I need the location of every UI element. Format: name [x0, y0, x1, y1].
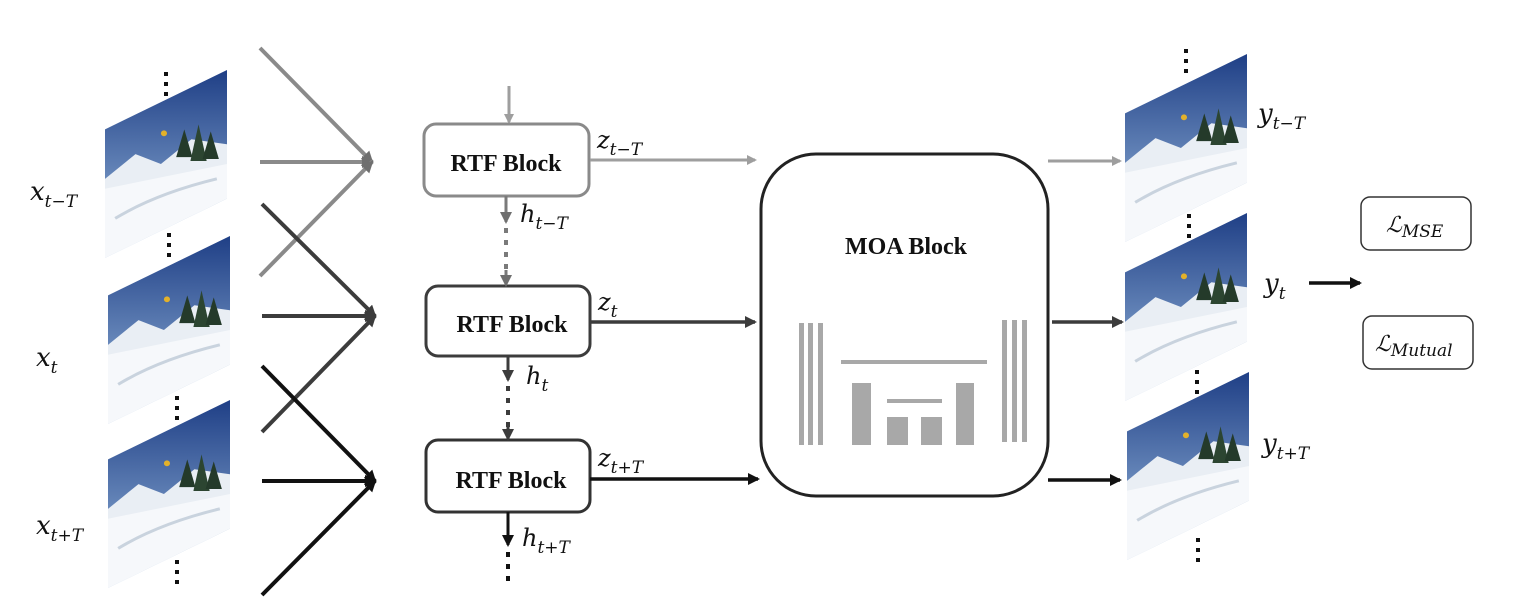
vertical-ellipsis-icon [167, 233, 171, 257]
input-label-x-t: xt [36, 343, 58, 378]
input-frame-t [108, 236, 230, 424]
z-label-2: zt [597, 288, 618, 322]
rtf-block-3-label: RTF Block [456, 468, 568, 494]
output-label-y-t-minus-T: yt−T [1257, 99, 1307, 134]
moa-block: MOA Block [759, 152, 1050, 498]
loss-box-mutual: ℒMutual [1362, 315, 1474, 370]
output-frame-t [1125, 213, 1247, 401]
rtf-block-1: RTF Block [422, 122, 591, 198]
rtf-block-1-label: RTF Block [451, 151, 563, 177]
z-label-3: zt+T [597, 444, 645, 478]
input-label-x-t-minus-T: xt−T [30, 177, 79, 212]
loss-box-mse: ℒMSE [1360, 196, 1472, 251]
vertical-ellipsis-icon [1184, 49, 1188, 73]
output-label-y-t-plus-T: yt+T [1261, 429, 1311, 464]
vertical-ellipsis-icon [1187, 214, 1191, 238]
input-label-x-t-plus-T: xt+T [36, 511, 85, 546]
hidden-label-2: ht [526, 362, 548, 396]
vertical-ellipsis-icon [164, 72, 168, 96]
rtf-block-2: RTF Block [424, 284, 592, 358]
hidden-label-1: ht−T [520, 200, 570, 234]
loss-label-mse: ℒMSE [1386, 213, 1444, 242]
input-arrows-group-middle [260, 202, 377, 434]
rtf-block-2-label: RTF Block [457, 312, 569, 338]
output-frame-t-plus-T [1127, 372, 1249, 560]
moa-block-label: MOA Block [845, 234, 968, 260]
output-frame-t-minus-T [1125, 54, 1247, 242]
loss-label-mutual: ℒMutual [1375, 332, 1453, 361]
vertical-ellipsis-icon [1195, 370, 1199, 394]
moa-internal-structure-icon [799, 320, 1027, 445]
rtf-block-3: RTF Block [424, 438, 592, 514]
input-frame-t-minus-T [105, 70, 227, 258]
input-arrows-group-top [258, 46, 374, 278]
output-label-y-t: yt [1263, 269, 1286, 304]
input-arrows-group-bottom [260, 364, 377, 597]
z-label-1: zt−T [596, 126, 644, 160]
vertical-ellipsis-icon [1196, 538, 1200, 562]
vertical-ellipsis-icon [175, 560, 179, 584]
vertical-ellipsis-icon [175, 396, 179, 420]
hidden-label-3: ht+T [522, 524, 572, 558]
input-frame-t-plus-T [108, 400, 230, 588]
